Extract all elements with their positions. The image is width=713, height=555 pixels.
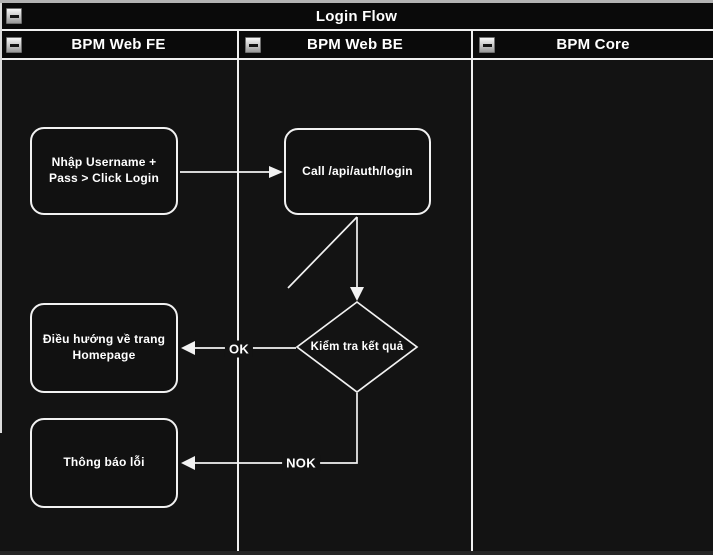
node-show-error[interactable]: Thông báo lỗi (30, 418, 178, 508)
arrowhead-left-icon (181, 341, 195, 355)
arrowhead-down-icon (350, 287, 364, 301)
pool-left-border (0, 3, 2, 433)
node-label: Thông báo lỗi (63, 455, 145, 470)
arrowhead-left-icon (181, 456, 195, 470)
lane-label: BPM Web FE (71, 36, 166, 53)
pool-title-bar[interactable]: Login Flow (0, 3, 713, 31)
lane-divider-be-core (471, 31, 473, 551)
node-check-result[interactable]: Kiểm tra kết quả (297, 302, 417, 392)
node-label: Call /api/auth/login (302, 163, 413, 178)
node-label: Kiểm tra kết quả (310, 341, 404, 353)
lane-header-row: BPM Web FE BPM Web BE BPM Core (0, 31, 713, 60)
edge-label-nok[interactable]: NOK (282, 454, 320, 472)
arrowhead-right-icon (269, 166, 283, 178)
canvas-top-edge (0, 0, 713, 3)
pool-bottom-edge (0, 551, 713, 555)
node-call-login-api[interactable]: Call /api/auth/login (284, 128, 431, 215)
lane-be-collapse-button[interactable] (245, 37, 261, 53)
edge-check-to-error[interactable] (195, 393, 358, 464)
collapse-minus-icon (9, 43, 19, 47)
pool-collapse-button[interactable] (6, 8, 22, 24)
lane-core-collapse-button[interactable] (479, 37, 495, 53)
lane-divider-fe-be (237, 31, 239, 551)
collapse-minus-icon (248, 43, 258, 47)
node-navigate-homepage[interactable]: Điều hướng về trang Homepage (30, 303, 178, 393)
node-label: Nhập Username + Pass > Click Login (49, 155, 159, 185)
node-enter-credentials[interactable]: Nhập Username + Pass > Click Login (30, 127, 178, 215)
lane-fe-collapse-button[interactable] (6, 37, 22, 53)
collapse-minus-icon (482, 43, 492, 47)
collapse-minus-icon (9, 14, 19, 18)
edge-call-to-check[interactable] (287, 216, 358, 289)
lane-header-bpm-core[interactable]: BPM Core (473, 31, 713, 58)
lane-header-bpm-web-fe[interactable]: BPM Web FE (0, 31, 237, 58)
lane-label: BPM Web BE (307, 36, 403, 53)
edge-label-ok[interactable]: OK (224, 340, 254, 358)
node-label: Điều hướng về trang Homepage (42, 332, 166, 362)
lane-label: BPM Core (556, 36, 630, 53)
lane-header-bpm-web-be[interactable]: BPM Web BE (239, 31, 471, 58)
pool-title: Login Flow (315, 7, 398, 25)
